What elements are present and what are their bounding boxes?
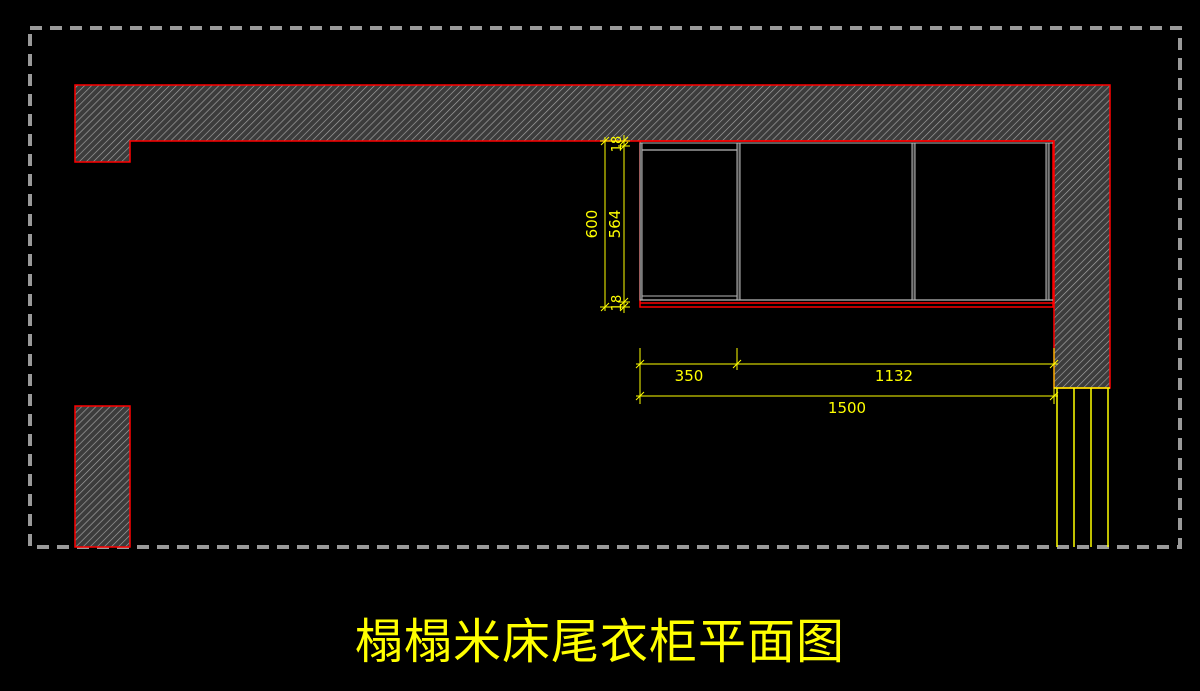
cabinet-divider-1: [736, 142, 741, 301]
cabinet-side-left: [639, 142, 643, 301]
wall-left-lower: [74, 405, 131, 548]
dim-panel-top: 18: [610, 136, 625, 153]
vertical-dimensions: [600, 135, 630, 313]
dim-height-total: 600: [583, 210, 601, 239]
dim-height-inner: 564: [606, 210, 624, 239]
horizontal-dimensions: [635, 348, 1059, 404]
viewport-border: [28, 26, 1182, 549]
drawing-title: 榻榻米床尾衣柜平面图: [354, 614, 845, 670]
dim-width-left: 350: [675, 367, 704, 385]
cabinet-outline: [639, 140, 1054, 308]
dim-width-right: 1132: [875, 367, 913, 385]
wardrobe-cabinet: [639, 140, 1054, 308]
cabinet-divider-2: [911, 142, 916, 301]
cabinet-side-right: [1045, 142, 1050, 301]
dim-panel-bottom: 18: [610, 295, 625, 312]
dim-width-total: 1500: [828, 399, 866, 417]
door-frame: [1054, 387, 1110, 547]
wall-top: [74, 84, 1111, 389]
